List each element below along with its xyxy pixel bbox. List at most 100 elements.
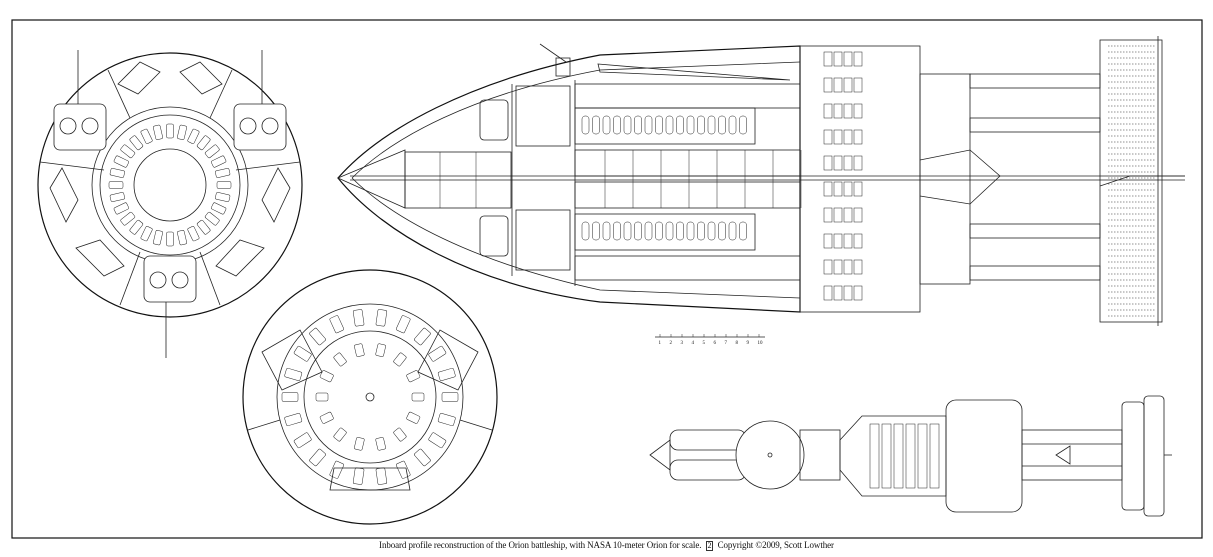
seat <box>697 221 705 241</box>
seat <box>109 192 125 202</box>
engine-cell <box>843 129 853 145</box>
seat <box>333 352 347 367</box>
seat <box>581 115 590 135</box>
seat <box>329 315 344 334</box>
engine-cell <box>853 259 863 275</box>
seat <box>623 221 632 241</box>
inboard-profile <box>336 36 1185 326</box>
seat <box>655 221 663 241</box>
nasa-cell <box>881 423 892 489</box>
engine-cell <box>823 259 833 275</box>
engine-cell <box>853 181 863 197</box>
engine-cell <box>823 207 833 223</box>
seat <box>396 460 411 479</box>
caption-text: Inboard profile reconstruction of the Or… <box>379 540 702 550</box>
seat <box>655 115 663 135</box>
seat <box>375 343 386 357</box>
seat <box>707 221 716 241</box>
seat <box>293 432 312 449</box>
seat <box>315 392 329 402</box>
engine-cell <box>823 155 833 171</box>
seat <box>393 427 407 442</box>
seat <box>352 309 365 327</box>
seat <box>411 392 425 402</box>
seat <box>177 230 187 246</box>
seat <box>215 192 231 202</box>
engine-cell <box>823 129 833 145</box>
engine-cell <box>833 103 843 119</box>
seat <box>216 181 232 189</box>
seat <box>428 345 447 362</box>
scale-tick-label: 7 <box>725 341 728 346</box>
engine-cell <box>853 51 863 67</box>
seat <box>665 221 674 241</box>
seat <box>676 115 684 135</box>
seat <box>333 427 347 442</box>
seat <box>441 392 459 402</box>
seat <box>166 231 174 247</box>
seat <box>739 115 747 135</box>
seat <box>113 202 129 215</box>
seat <box>309 327 326 346</box>
seat <box>108 181 124 189</box>
seat <box>644 115 653 135</box>
caption-copyright: Copyright ©2009, Scott Lowther <box>717 540 834 550</box>
scale-tick-label: 1 <box>659 341 662 346</box>
nasa-orion-profile <box>649 395 1172 517</box>
seat <box>204 211 220 226</box>
engine-cell <box>833 51 843 67</box>
seat <box>393 352 407 367</box>
seat <box>428 432 447 449</box>
seat <box>319 370 334 383</box>
seat <box>281 392 299 402</box>
seat <box>665 115 674 135</box>
seat <box>153 124 163 140</box>
engine-cell <box>843 233 853 249</box>
engine-cell <box>833 285 843 301</box>
scale-tick-label: 2 <box>670 341 673 346</box>
seat <box>437 413 456 426</box>
engine-cell <box>853 129 863 145</box>
seat <box>319 411 334 424</box>
engine-cell <box>843 285 853 301</box>
seat <box>406 370 421 383</box>
seat <box>414 448 431 467</box>
engine-cell <box>843 207 853 223</box>
seat <box>120 211 136 226</box>
seat <box>728 115 737 135</box>
engine-cell <box>833 77 843 93</box>
upper-cross-section <box>37 50 303 358</box>
figure-caption: Inboard profile reconstruction of the Or… <box>0 540 1213 551</box>
seat <box>309 448 326 467</box>
drawing-frame <box>11 19 1203 539</box>
engine-cell <box>823 103 833 119</box>
seat <box>686 115 695 135</box>
seat <box>676 221 684 241</box>
seat <box>284 368 303 381</box>
scale-tick-label: 4 <box>692 341 695 346</box>
seat <box>284 413 303 426</box>
seat <box>697 115 705 135</box>
seat <box>592 115 600 135</box>
seat <box>718 115 726 135</box>
seat <box>634 115 642 135</box>
nasa-cell <box>893 423 904 489</box>
seat <box>187 226 200 242</box>
seat <box>177 124 187 140</box>
seat <box>613 221 621 241</box>
engine-cell <box>833 233 843 249</box>
engine-cell <box>853 77 863 93</box>
engine-cell <box>833 259 843 275</box>
seat <box>623 115 632 135</box>
engine-cell <box>843 103 853 119</box>
engine-cell <box>823 77 833 93</box>
engine-cell <box>833 207 843 223</box>
engine-cell <box>853 285 863 301</box>
engine-cell <box>823 233 833 249</box>
seat <box>293 345 312 362</box>
engine-cell <box>853 155 863 171</box>
engine-cell <box>833 129 843 145</box>
engine-cell <box>843 155 853 171</box>
nasa-cell <box>869 423 880 489</box>
